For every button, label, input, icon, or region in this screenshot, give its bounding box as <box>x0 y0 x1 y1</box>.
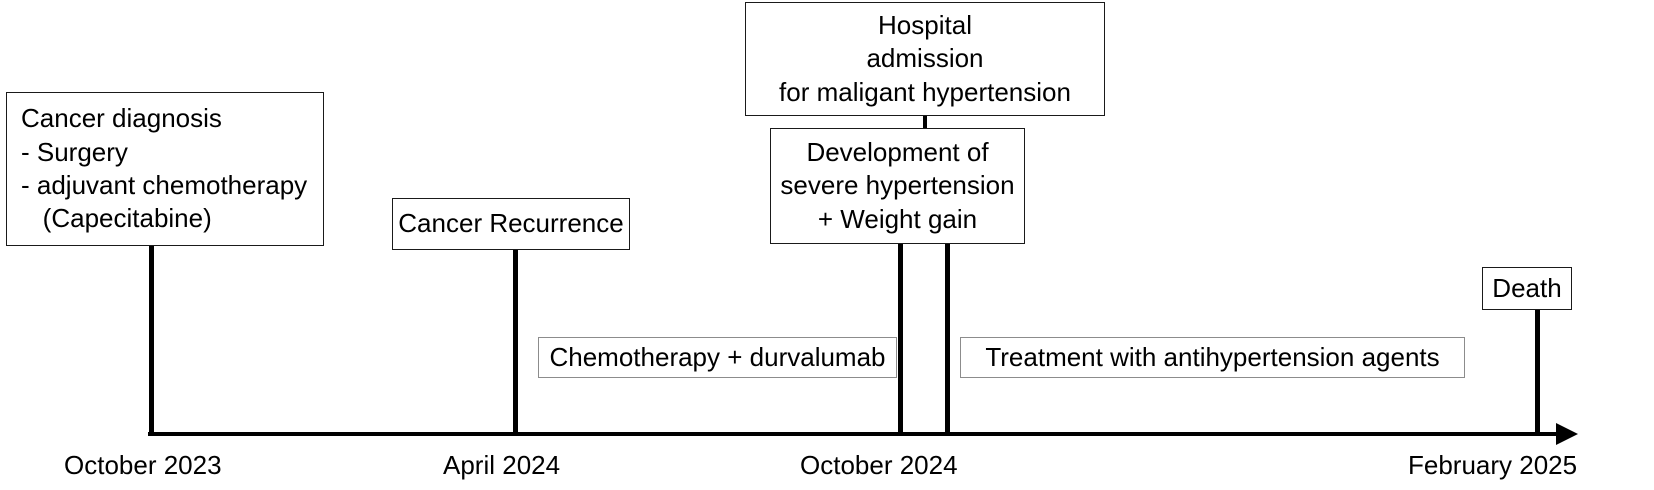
connector-line-severe-hypertension <box>898 244 903 436</box>
event-line: Hospital <box>878 10 972 41</box>
event-line: admission <box>866 43 984 74</box>
event-line: Cancer diagnosis <box>21 103 222 134</box>
axis-tick-label-october-2024: October 2024 <box>800 450 958 480</box>
event-line: Death <box>1492 272 1562 303</box>
connector-line-cancer-recurrence <box>513 250 518 436</box>
event-box-severe-hypertension: Development of severe hypertension + Wei… <box>770 128 1025 244</box>
event-box-hospital-admission: Hospital admission for maligant hyperten… <box>745 2 1105 116</box>
event-line: Development of <box>806 137 989 168</box>
event-box-cancer-diagnosis: Cancer diagnosis - Surgery - adjuvant ch… <box>6 92 324 246</box>
event-line: + Weight gain <box>817 203 978 234</box>
event-line: - Surgery <box>21 136 128 167</box>
axis-tick-label-october-2023: October 2023 <box>64 450 222 480</box>
event-line: (Capecitabine) <box>21 203 212 234</box>
axis-tick-label-february-2025: February 2025 <box>1408 450 1578 480</box>
treatment-bar-label: Chemotherapy + durvalumab <box>549 342 886 372</box>
event-line: - adjuvant chemotherapy <box>21 170 308 200</box>
connector-line-hospital-admission <box>945 244 950 436</box>
treatment-bar-chemotherapy-durvalumab: Chemotherapy + durvalumab <box>538 337 897 378</box>
treatment-bar-antihypertension-agents: Treatment with antihypertension agents <box>960 337 1465 378</box>
timeline-arrow-icon <box>1556 423 1578 445</box>
event-box-death: Death <box>1482 267 1572 310</box>
event-box-cancer-recurrence: Cancer Recurrence <box>392 198 630 250</box>
event-line: Cancer Recurrence <box>398 208 624 239</box>
timeline-axis <box>148 432 1560 436</box>
axis-tick-label-april-2024: April 2024 <box>443 450 561 480</box>
connector-line-death <box>1535 310 1540 436</box>
event-line: for maligant hypertension <box>779 76 1071 107</box>
connector-line-hospital-to-development <box>923 116 927 130</box>
event-line: severe hypertension <box>780 170 1015 201</box>
connector-line-cancer-diagnosis <box>149 246 154 436</box>
treatment-bar-label: Treatment with antihypertension agents <box>985 342 1440 372</box>
